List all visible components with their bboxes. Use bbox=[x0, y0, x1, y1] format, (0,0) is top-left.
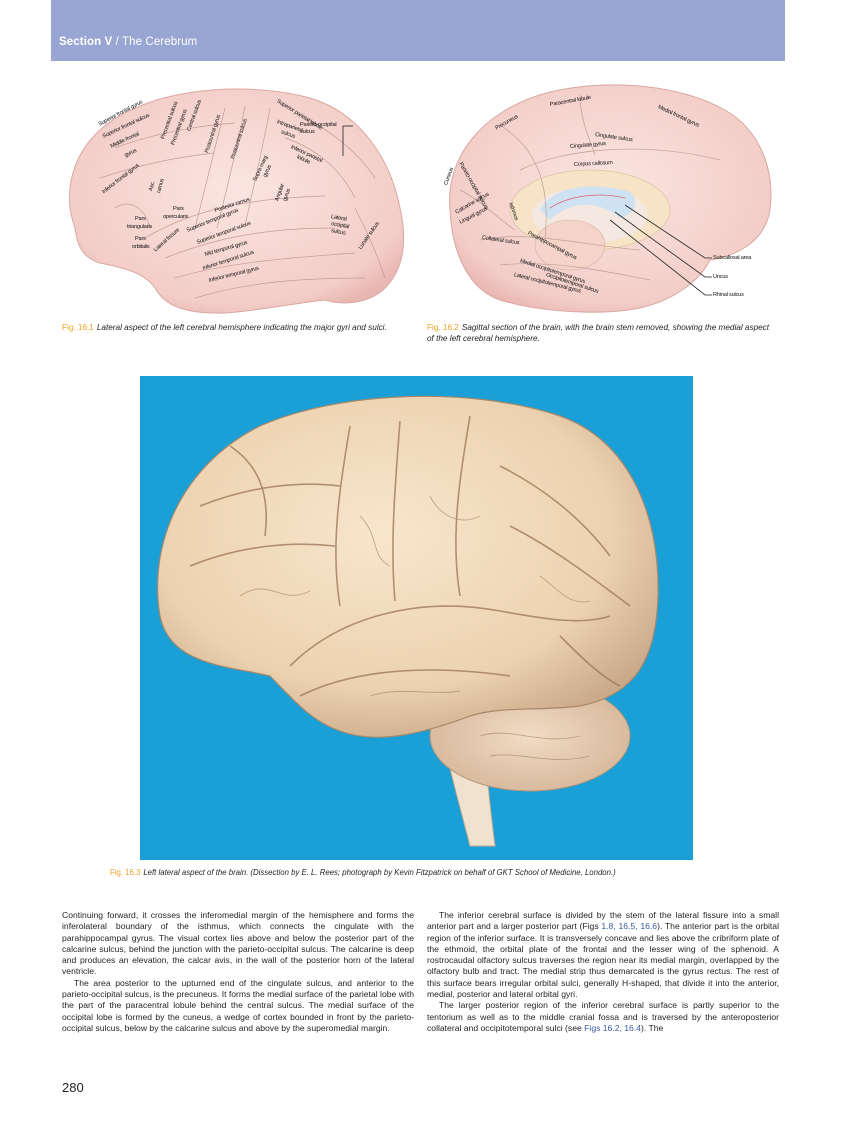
figure-16-3-brain-photo bbox=[140, 376, 693, 860]
page-number: 280 bbox=[62, 1080, 84, 1095]
label-subcallosal-area: Subcallosal area bbox=[713, 255, 752, 261]
section-title: Section V / The Cerebrum bbox=[59, 36, 197, 48]
figure-16-2-medial-diagram: Paracentral lobule Medial frontal gyrus … bbox=[440, 80, 785, 320]
body-left-column: Continuing forward, it crosses the infer… bbox=[62, 910, 414, 1034]
lateral-hemisphere-drawing bbox=[68, 88, 405, 314]
paragraph: The larger posterior region of the infer… bbox=[427, 1000, 779, 1034]
label-pars-orbitalis: Pars bbox=[135, 236, 146, 242]
figure-reference-link[interactable]: 1.8, 16.5, 16.6 bbox=[601, 921, 658, 932]
label-pars-triangularis-2: triangularis bbox=[127, 224, 152, 230]
figure-reference-link[interactable]: Figs 16.2, 16.4 bbox=[584, 1022, 642, 1033]
medial-hemisphere-drawing bbox=[449, 84, 772, 313]
label-uncus: Uncus bbox=[713, 274, 728, 280]
text: ). The anterior part is the orbital regi… bbox=[427, 921, 779, 1000]
figure-number: Fig. 16.3 bbox=[110, 868, 141, 877]
caption-text: Sagittal section of the brain, with the … bbox=[427, 323, 770, 343]
label-parieto-occipital-sulcus: Parieto-occipital bbox=[300, 122, 337, 128]
paragraph: The area posterior to the upturned end o… bbox=[62, 977, 414, 1033]
section-number: Section V bbox=[59, 36, 113, 48]
figure-16-1-lateral-diagram: Superior frontal gyrus Superior frontal … bbox=[55, 78, 425, 318]
body-right-column: The inferior cerebral surface is divided… bbox=[427, 910, 779, 1034]
label-pars-opercularis: Pars bbox=[173, 206, 184, 212]
label-pars-orbitalis-2: orbitalis bbox=[132, 244, 150, 250]
label-pars-opercularis-2: opercularis bbox=[163, 214, 189, 220]
brain-photo-illustration bbox=[156, 395, 659, 847]
running-header: Section V / The Cerebrum bbox=[51, 0, 785, 61]
text: The larger posterior region of the infer… bbox=[427, 1000, 779, 1033]
separator: / bbox=[112, 36, 122, 48]
label-rhinal-sulcus: Rhinal sulcus bbox=[713, 292, 744, 298]
label-parieto-occipital-sulcus-2: sulcus bbox=[300, 129, 315, 135]
text: ). The bbox=[641, 1022, 664, 1033]
caption-text: Left lateral aspect of the brain. (Disse… bbox=[143, 868, 616, 877]
paragraph: Continuing forward, it crosses the infer… bbox=[62, 910, 414, 977]
label-pars-triangularis: Pars bbox=[135, 216, 146, 222]
figure-number: Fig. 16.1 bbox=[62, 323, 94, 332]
paragraph: The inferior cerebral surface is divided… bbox=[427, 910, 779, 1000]
chapter-title: The Cerebrum bbox=[122, 36, 198, 48]
caption-text: Lateral aspect of the left cerebral hemi… bbox=[96, 323, 387, 332]
figure-number: Fig. 16.2 bbox=[427, 323, 459, 332]
text: The inferior cerebral surface is divided… bbox=[427, 910, 779, 932]
